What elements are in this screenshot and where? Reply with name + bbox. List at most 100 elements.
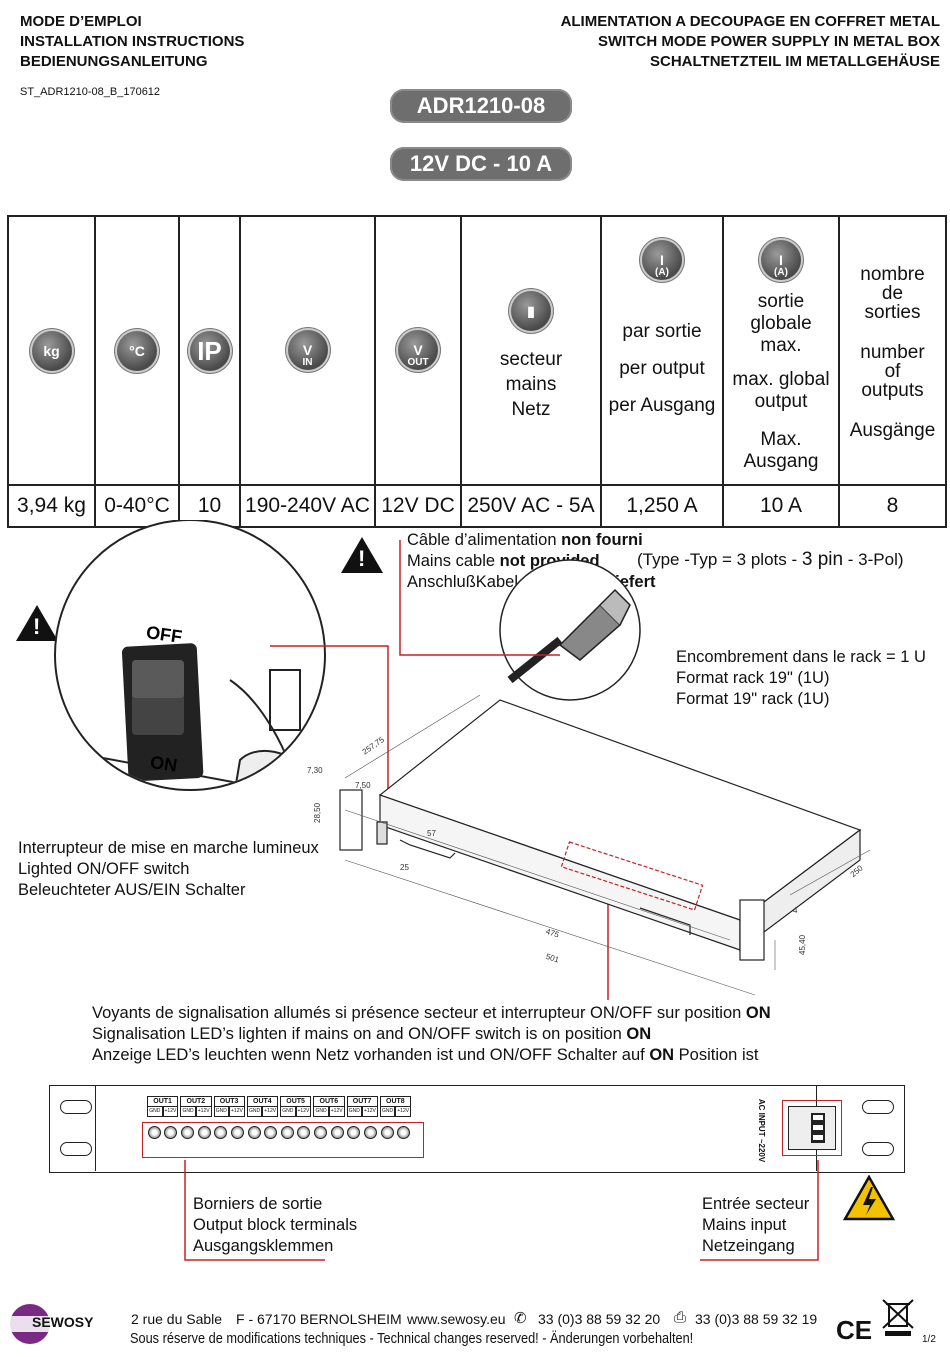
rack-note-fr: Encombrement dans le rack = 1 U — [676, 648, 926, 666]
text-bold: non fourni — [561, 531, 643, 549]
switch-note-de: Beleuchteter AUS/EIN Schalter — [18, 881, 246, 899]
current-label: I — [779, 252, 783, 268]
pin-label: GND — [346, 1106, 363, 1117]
current-label: I — [660, 252, 664, 268]
thermometer-icon: °C — [117, 330, 157, 371]
terminals-note-de: Ausgangsklemmen — [193, 1237, 334, 1255]
input-note: Entrée secteur Mains input Netzeingang — [702, 1194, 809, 1257]
current-sub-label: (A) — [774, 267, 788, 278]
terminal-screw-icon — [247, 1126, 261, 1139]
temperature-header: °C — [94, 215, 180, 486]
switch-note-en: Lighted ON/OFF switch — [18, 860, 190, 878]
header-right-line: SCHALTNETZTEIL IM METALLGEHÄUSE — [650, 53, 940, 70]
mains-label-en: mains — [505, 373, 557, 395]
dim-total-width: 501 — [545, 952, 561, 965]
warning-icon: ! — [341, 537, 383, 573]
switch-note: Interrupteur de mise en marche lumineux … — [18, 838, 319, 901]
switch-on-label: ON — [149, 752, 179, 776]
ip-icon: IP — [189, 330, 230, 371]
outputs-label: number — [860, 342, 925, 363]
header-left: MODE D’EMPLOI INSTALLATION INSTRUCTIONS … — [20, 12, 244, 72]
brand-name: SEWOSY — [32, 1314, 94, 1330]
text: Voyants de signalisation allumés si prés… — [92, 1004, 746, 1022]
ce-mark: CE — [836, 1315, 873, 1345]
pin-label: GND — [147, 1106, 163, 1117]
terminals-note-en: Output block terminals — [193, 1216, 358, 1234]
header-left-line: BEDIENUNGSANLEITUNG — [20, 53, 208, 70]
text: AnschlußKabel — [407, 573, 523, 591]
dim-4: 4 — [793, 906, 798, 915]
footer-fax: 33 (0)3 88 59 32 19 — [695, 1311, 818, 1327]
per-output-en: per output — [619, 358, 705, 379]
outputs-label: sorties — [864, 302, 921, 323]
switch-note-fr: Interrupteur de mise en marche lumineux — [18, 839, 319, 857]
rack-note: Encombrement dans le rack = 1 U Format r… — [676, 647, 926, 710]
outputs-label: de — [881, 283, 904, 304]
current-icon: I(A) — [761, 240, 801, 280]
page-number: 1/2 — [922, 1334, 936, 1345]
text: (Type -Typ = 3 plots - — [637, 550, 802, 569]
plug-zoom-circle — [499, 559, 641, 701]
output-label: OUT7 — [346, 1096, 378, 1106]
weight-value: 3,94 kg — [7, 484, 96, 528]
led-note: Voyants de signalisation allumés si prés… — [92, 1003, 771, 1066]
rack-note-en: Format rack 19" (1U) — [676, 669, 830, 687]
footer-web[interactable]: www.sewosy.eu — [407, 1311, 506, 1327]
spec-value-row: 3,94 kg 0-40°C 10 190-240V AC 12V DC 250… — [7, 484, 947, 528]
led-note-fr: Voyants de signalisation allumés si prés… — [92, 1003, 771, 1024]
mount-slot — [60, 1142, 92, 1156]
input-note-en: Mains input — [702, 1216, 787, 1234]
text: Signalisation LED’s lighten if mains on … — [92, 1025, 627, 1043]
mount-slot — [60, 1100, 92, 1114]
mount-slot — [862, 1100, 894, 1114]
cable-note-fr: Câble d’alimentation non fourni — [407, 530, 707, 551]
led-note-de: Anzeige LED’s leuchten wenn Netz vorhand… — [92, 1045, 771, 1066]
current-icon: I(A) — [642, 240, 682, 280]
per-output-header: I(A) par sortie per output per Ausgang — [600, 215, 724, 486]
model-badge: ADR1210-08 — [390, 89, 572, 123]
temperature-value: 0-40°C — [94, 484, 180, 528]
footer-disclaimer: Sous réserve de modifications techniques… — [130, 1330, 694, 1347]
output-label: OUT5 — [280, 1096, 312, 1106]
led-highlight-box — [560, 841, 704, 911]
terminal-screw-icon — [297, 1126, 311, 1139]
outputs-count-header: nombre de sorties number of outputs Ausg… — [838, 215, 947, 486]
mount-slot — [862, 1142, 894, 1156]
outputs-label: nombre — [860, 264, 925, 285]
footer-city: F - 67170 BERNOLSHEIM — [236, 1311, 402, 1327]
vout-sub-label: OUT — [407, 357, 429, 368]
terminals-note-fr: Borniers de sortie — [193, 1195, 323, 1213]
global-label: sortie — [757, 291, 805, 312]
terminal-screw-icon — [280, 1126, 294, 1139]
header-right-line: SWITCH MODE POWER SUPPLY IN METAL BOX — [598, 33, 940, 50]
bottom-leaders — [184, 1160, 819, 1261]
global-output-value: 10 A — [722, 484, 840, 528]
current-sub-label: (A) — [655, 267, 669, 278]
terminal-screw-icon — [197, 1126, 211, 1139]
phone-icon: ✆ — [514, 1310, 527, 1327]
pin-label: +12V — [229, 1106, 245, 1117]
doc-reference: ST_ADR1210-08_B_170612 — [20, 86, 161, 98]
vout-label: V — [413, 342, 423, 358]
header-right-line: ALIMENTATION A DECOUPAGE EN COFFRET META… — [560, 13, 940, 30]
weight-icon: kg — [31, 330, 72, 371]
vout-value: 12V DC — [374, 484, 462, 528]
terminal-screw-icon — [181, 1126, 195, 1139]
pin-label: +12V — [195, 1106, 212, 1117]
outputs-count-value: 8 — [838, 484, 947, 528]
dim-handle-width: 57 — [427, 829, 436, 838]
outputs-label: of — [884, 361, 901, 382]
dim-height: 45,40 — [798, 934, 807, 955]
